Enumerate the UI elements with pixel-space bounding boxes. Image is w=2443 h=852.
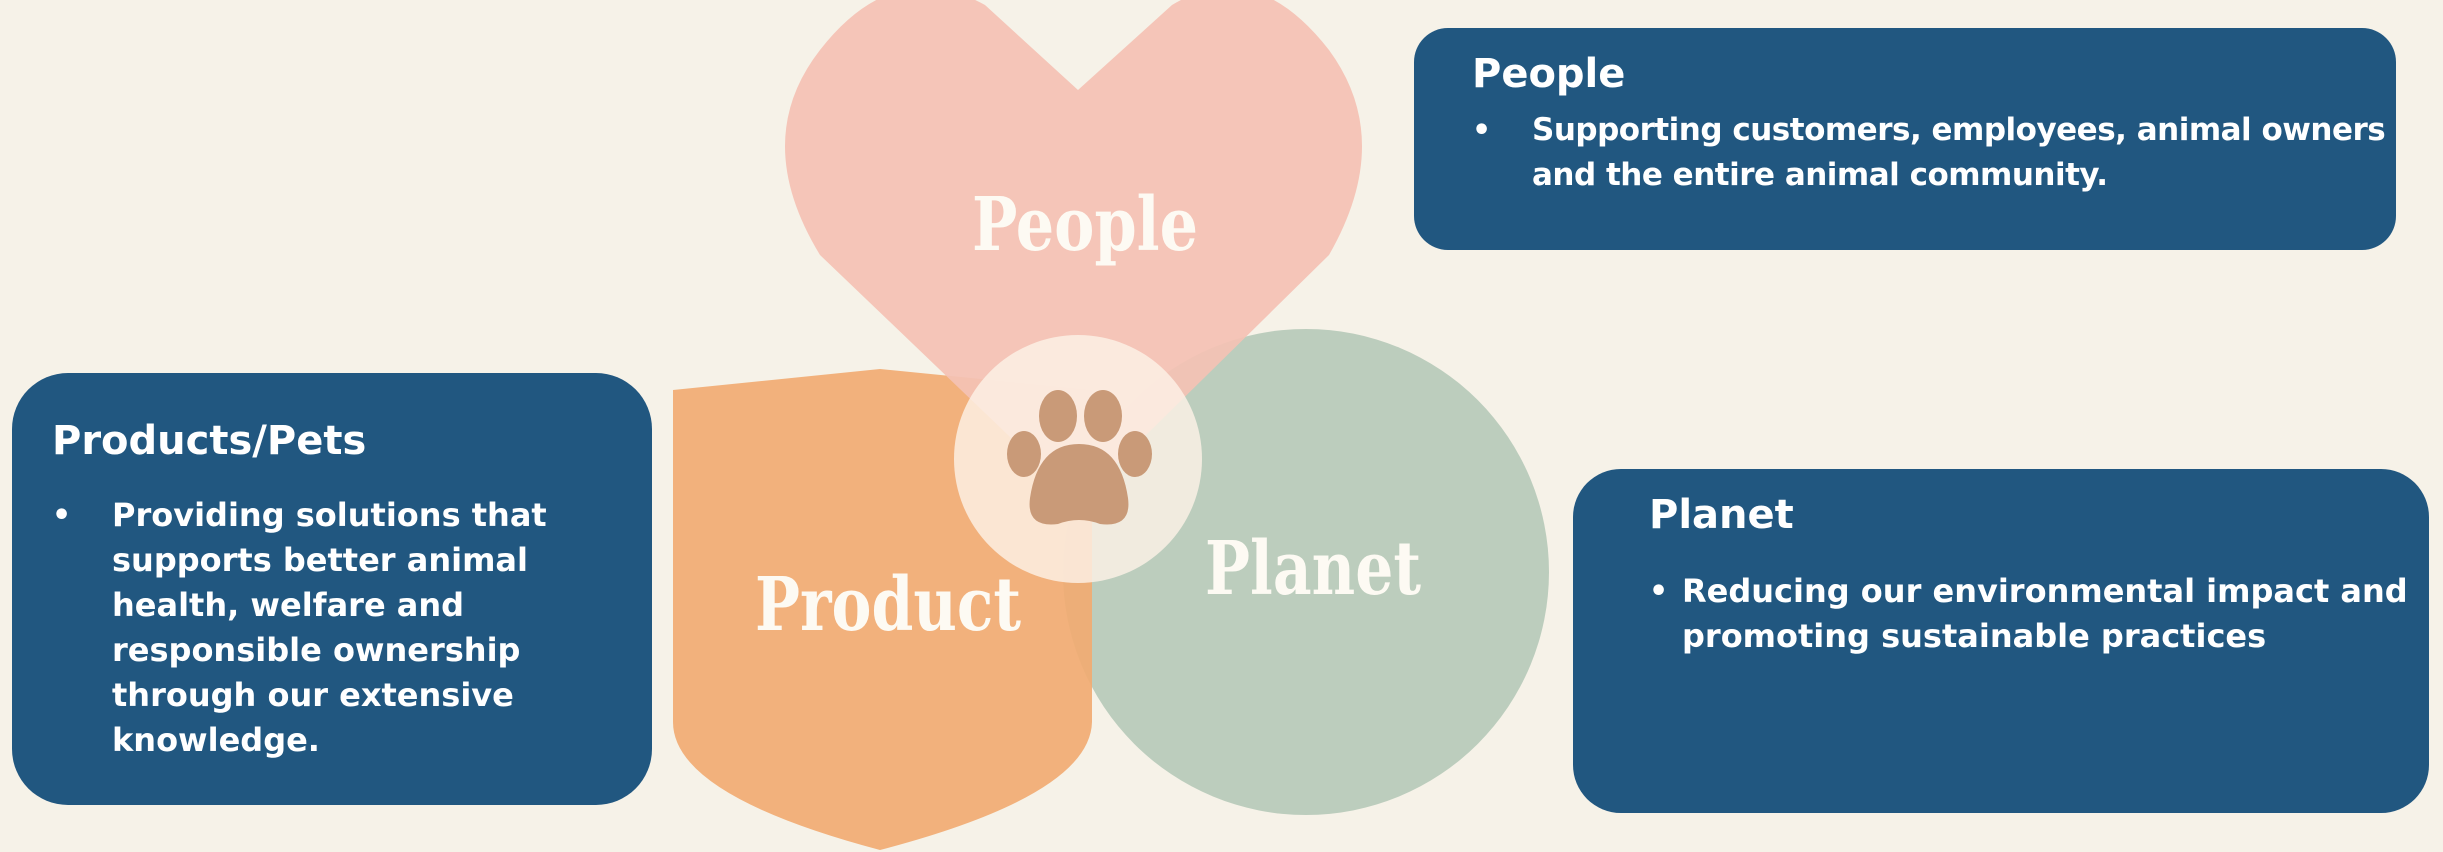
planet-card: Planet • Reducing our environmental impa… <box>1573 469 2429 813</box>
products-card-bullet-text: Providing solutions that supports better… <box>112 496 547 759</box>
paw-print-icon <box>1007 390 1152 525</box>
bullet-icon: • <box>52 498 72 533</box>
people-card-bullet-item: • Supporting customers, employees, anima… <box>1472 108 2396 198</box>
planet-card-bullet-text: Reducing our environmental impact and pr… <box>1682 572 2408 655</box>
planet-card-bullet-item: • Reducing our environmental impact and … <box>1649 569 2429 659</box>
product-label: Product <box>755 562 1021 648</box>
products-card: Products/Pets • Providing solutions that… <box>12 373 652 805</box>
planet-label: Planet <box>1205 526 1421 612</box>
bullet-icon: • <box>1472 113 1491 148</box>
people-label: People <box>972 182 1198 268</box>
people-card-bullet-text: Supporting customers, employees, animal … <box>1532 112 2386 193</box>
products-card-bullet-item: • Providing solutions that supports bett… <box>52 493 652 763</box>
people-card: People • Supporting customers, employees… <box>1414 28 2396 250</box>
planet-card-title: Planet <box>1649 492 1794 538</box>
products-card-title: Products/Pets <box>52 418 367 464</box>
bullet-icon: • <box>1649 574 1669 609</box>
products-card-list: • Providing solutions that supports bett… <box>52 493 652 763</box>
planet-card-list: • Reducing our environmental impact and … <box>1649 569 2429 659</box>
people-heart <box>785 0 1362 502</box>
people-card-list: • Supporting customers, employees, anima… <box>1472 108 2396 198</box>
people-card-title: People <box>1472 51 1626 97</box>
